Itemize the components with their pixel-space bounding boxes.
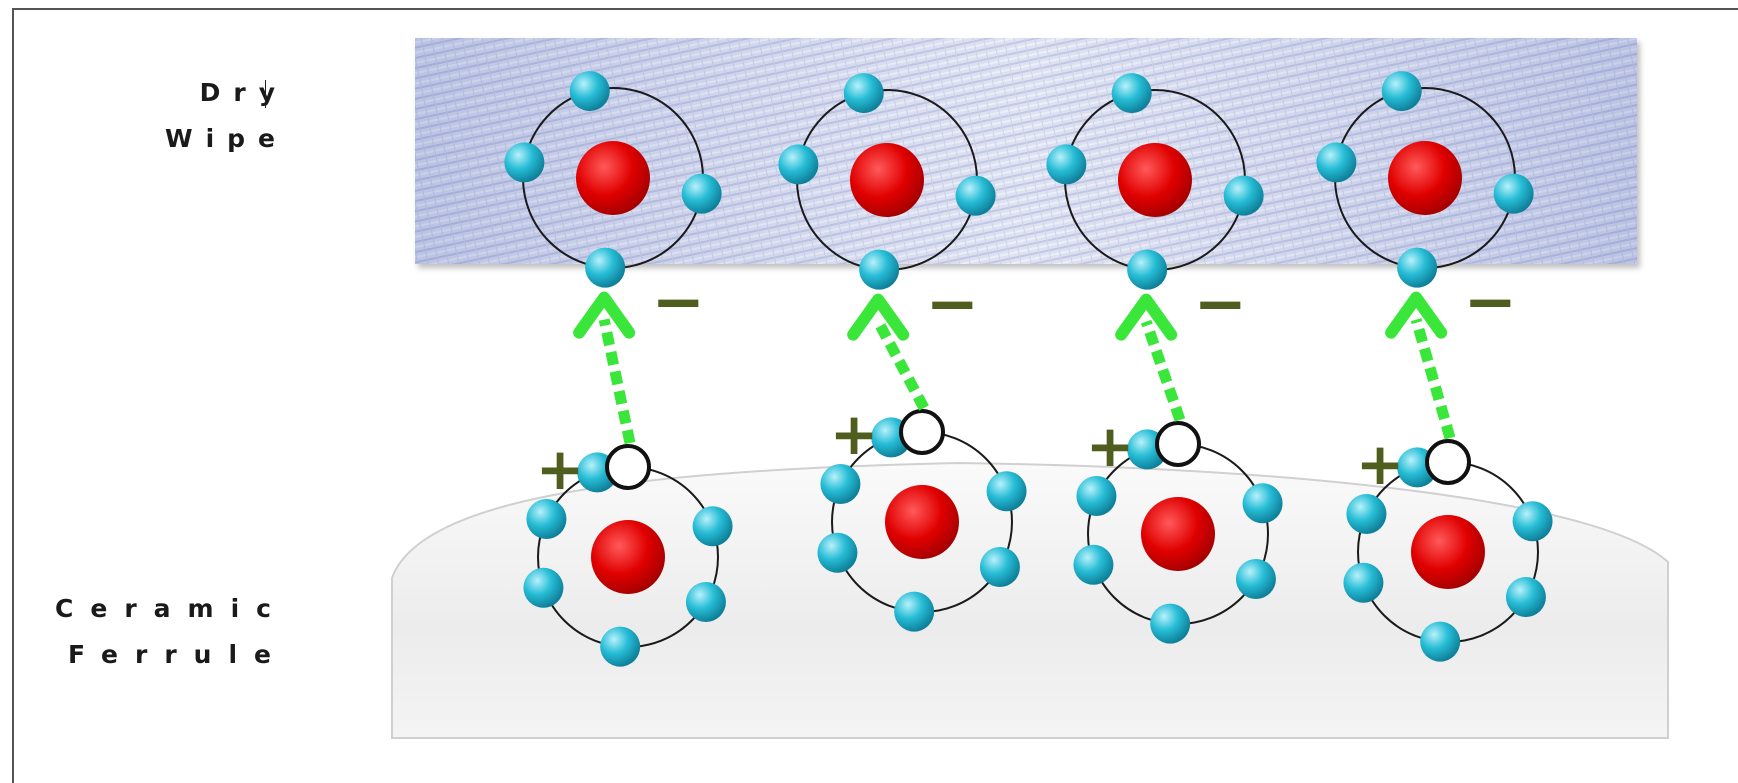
electron [526, 498, 567, 539]
electron-hole [1425, 439, 1471, 485]
electron [504, 142, 545, 183]
electron [1073, 544, 1114, 585]
nucleus [850, 143, 924, 217]
minus-charge-sign: − [925, 268, 979, 342]
charge-signs-layer: +−+−+−+− [536, 266, 1517, 503]
nucleus [1411, 515, 1485, 589]
electron [1512, 501, 1553, 542]
nucleus [591, 520, 665, 594]
electron [1420, 621, 1461, 662]
nucleus [1118, 143, 1192, 217]
electron [523, 567, 564, 608]
nucleus [885, 485, 959, 559]
plus-charge-sign: + [830, 400, 879, 468]
text-cursor [265, 80, 266, 108]
electron [979, 547, 1020, 587]
nucleus [576, 141, 650, 215]
plus-charge-sign: + [1356, 430, 1405, 498]
electron [569, 71, 610, 112]
electron [1223, 175, 1264, 216]
electron [1242, 483, 1283, 524]
atoms-layer [504, 71, 1553, 667]
electron [820, 463, 861, 504]
electron [681, 173, 722, 214]
electron [1316, 142, 1357, 183]
nucleus [1388, 141, 1462, 215]
ferrule-atom-1 [523, 444, 733, 667]
wipe-atom-1 [504, 71, 722, 288]
electron [986, 471, 1027, 512]
electron [1076, 475, 1117, 516]
nucleus [1141, 497, 1215, 571]
label-ferrule: Ferrule [67, 640, 288, 669]
electron [1046, 144, 1087, 185]
electron [955, 175, 996, 216]
plus-charge-sign: + [536, 435, 585, 503]
electron-hole [605, 444, 651, 490]
electron [1505, 577, 1546, 617]
ferrule-atom-3 [1073, 421, 1283, 644]
electron-transfer-arrow [573, 291, 636, 445]
electron [778, 144, 819, 185]
electron [1235, 559, 1276, 599]
ceramic-ferrule [391, 461, 1669, 739]
wipe-atom-4 [1316, 71, 1534, 288]
diagram-frame [12, 8, 1738, 783]
plus-charge-sign: + [1086, 412, 1135, 480]
electron [692, 506, 733, 547]
electron [585, 247, 626, 288]
electron [600, 626, 641, 667]
ferrule-atom-2 [817, 409, 1027, 632]
label-ceramic: Ceramic [55, 594, 288, 623]
minus-charge-sign: − [1463, 266, 1517, 340]
electron [843, 73, 884, 114]
electron [1127, 249, 1168, 290]
minus-charge-sign: − [1193, 268, 1247, 342]
electron [1381, 71, 1422, 112]
electron-transfer-arrow [1115, 293, 1186, 422]
electron-hole [1155, 421, 1201, 467]
electron [1493, 173, 1534, 214]
electron [817, 532, 858, 573]
ferrule-atom-4 [1343, 439, 1553, 662]
electron [1343, 562, 1384, 603]
electron [894, 591, 935, 632]
electron [1397, 247, 1438, 288]
electron-transfer-arrow [847, 293, 929, 411]
electron-transfer-arrow [1385, 291, 1456, 440]
wipe-atom-2 [778, 73, 996, 290]
label-wipe: Wipe [165, 124, 288, 153]
label-dry: Dry [199, 78, 288, 108]
electron [685, 582, 726, 622]
minus-charge-sign: − [651, 266, 705, 340]
electron [859, 249, 900, 290]
electron [1111, 73, 1152, 114]
wipe-atom-3 [1046, 73, 1264, 290]
electron-hole [899, 409, 945, 455]
arrows-layer [573, 291, 1456, 445]
electron [1346, 493, 1387, 534]
electron [1150, 603, 1191, 644]
